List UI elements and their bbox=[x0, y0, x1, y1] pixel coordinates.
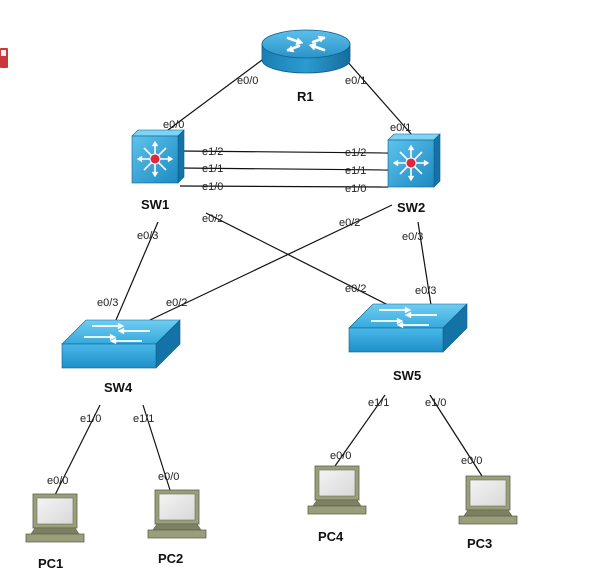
port-label: e0/2 bbox=[339, 217, 360, 229]
pc-icon bbox=[147, 489, 207, 539]
port-label: e0/0 bbox=[163, 119, 184, 131]
pc-pc4[interactable]: PC4 bbox=[307, 465, 367, 544]
device-label-sw1: SW1 bbox=[141, 197, 169, 212]
router-r1[interactable]: R1 bbox=[261, 29, 351, 104]
link-sw1-sw2-e12 bbox=[179, 150, 389, 154]
switch-icon bbox=[61, 319, 181, 369]
device-label-sw4: SW4 bbox=[104, 380, 133, 395]
port-label: e1/1 bbox=[202, 163, 223, 175]
link-sw1-sw2-e11 bbox=[179, 167, 389, 171]
link-sw5-pc3 bbox=[429, 394, 483, 477]
device-label-pc3: PC3 bbox=[467, 536, 492, 551]
device-label-pc2: PC2 bbox=[158, 551, 183, 566]
link-r1-sw2 bbox=[345, 59, 413, 136]
port-label: e1/0 bbox=[345, 183, 366, 195]
port-label: e0/1 bbox=[345, 75, 366, 87]
pc-pc2[interactable]: PC2 bbox=[147, 489, 207, 566]
pc-pc1[interactable]: PC1 bbox=[25, 493, 85, 571]
port-label: e0/2 bbox=[345, 283, 366, 295]
port-label: e0/0 bbox=[461, 455, 482, 467]
device-label-pc4: PC4 bbox=[318, 529, 344, 544]
port-label: e0/1 bbox=[390, 122, 411, 134]
links bbox=[54, 59, 483, 496]
pc-icon bbox=[25, 493, 85, 543]
link-sw4-pc2 bbox=[142, 404, 171, 491]
port-label: e1/0 bbox=[80, 413, 101, 425]
link-sw2-sw5 bbox=[417, 221, 432, 306]
switch-sw5[interactable]: SW5 bbox=[348, 303, 468, 383]
port-label: e0/3 bbox=[402, 231, 423, 243]
device-label-sw5: SW5 bbox=[393, 368, 421, 383]
device-label-r1: R1 bbox=[297, 89, 314, 104]
device-label-pc1: PC1 bbox=[38, 556, 63, 571]
multilayer-switch-icon bbox=[387, 133, 441, 188]
port-label: e1/1 bbox=[345, 165, 366, 177]
pc-pc3[interactable]: PC3 bbox=[458, 475, 518, 551]
port-label: e0/2 bbox=[166, 297, 187, 309]
port-label: e1/1 bbox=[133, 413, 154, 425]
port-label: e1/0 bbox=[425, 397, 446, 409]
port-label: e1/1 bbox=[368, 397, 389, 409]
pc-icon bbox=[458, 475, 518, 525]
link-sw4-pc1 bbox=[54, 404, 101, 496]
link-sw1-sw4 bbox=[115, 221, 159, 321]
port-labels: e0/0 e0/1 e0/0 e0/1 e1/2 e1/2 e1/1 e1/1 … bbox=[47, 75, 482, 487]
port-label: e1/0 bbox=[202, 181, 223, 193]
link-sw5-pc4 bbox=[334, 394, 386, 467]
port-label: e0/3 bbox=[97, 297, 118, 309]
multilayer-switch-icon bbox=[131, 129, 185, 184]
port-label: e0/2 bbox=[202, 213, 223, 225]
port-label: e0/0 bbox=[330, 450, 351, 462]
pc-icon bbox=[307, 465, 367, 515]
router-icon bbox=[261, 29, 351, 74]
switch-sw1[interactable]: SW1 bbox=[131, 129, 185, 212]
port-label: e0/3 bbox=[415, 285, 436, 297]
port-label: e0/0 bbox=[47, 475, 68, 487]
link-sw1-sw5 bbox=[205, 212, 389, 306]
port-label: e0/0 bbox=[158, 471, 179, 483]
switch-icon bbox=[348, 303, 468, 353]
link-r1-sw1 bbox=[163, 59, 263, 134]
link-sw1-sw2-e10 bbox=[179, 185, 389, 188]
switch-sw4[interactable]: SW4 bbox=[61, 319, 181, 395]
device-label-sw2: SW2 bbox=[397, 200, 425, 215]
link-sw2-sw4 bbox=[149, 204, 393, 321]
app-icon bbox=[0, 48, 8, 68]
port-label: e0/3 bbox=[137, 230, 158, 242]
port-label: e1/2 bbox=[202, 146, 223, 158]
port-label: e0/0 bbox=[237, 75, 258, 87]
switch-sw2[interactable]: SW2 bbox=[387, 133, 441, 215]
port-label: e1/2 bbox=[345, 147, 366, 159]
